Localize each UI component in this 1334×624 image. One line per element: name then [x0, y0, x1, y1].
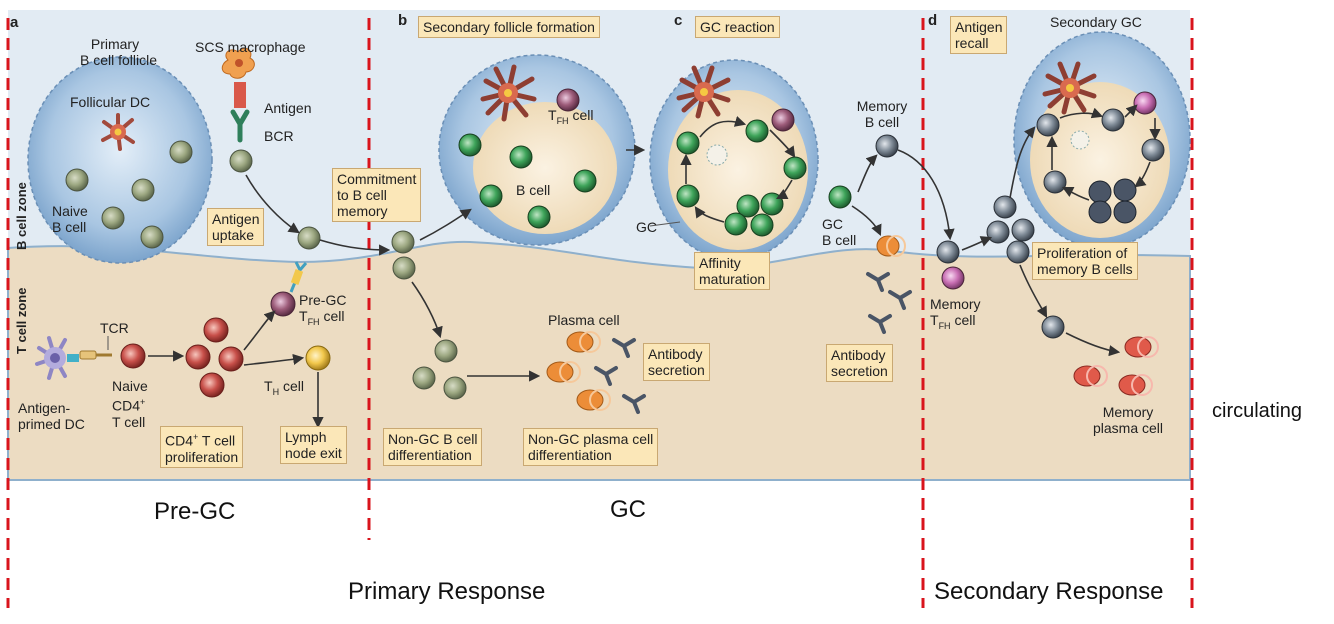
proliferating-t-cells	[185, 317, 244, 398]
panel-letter-a: a	[10, 14, 19, 31]
follicular-dc-icon	[101, 113, 135, 151]
panel-letter-b: b	[398, 12, 408, 29]
gc-pointer-line	[649, 221, 681, 227]
bcr-icon	[230, 109, 250, 143]
secondary-gc-core	[1030, 82, 1170, 238]
gc-label: GC	[636, 219, 657, 235]
th-cell-label: TH cell	[264, 378, 304, 397]
gc-b-cell	[828, 185, 852, 209]
primary-follicle	[27, 56, 213, 264]
tcr-icon	[79, 350, 112, 360]
tcr-label: TCR	[100, 320, 129, 336]
pre-gc-phase-label: Pre-GC	[154, 498, 236, 525]
memory-plasma-cells	[1073, 336, 1159, 396]
tfh-cell-label: TFH cell	[548, 107, 594, 126]
t-cell-zone-background	[7, 240, 1191, 481]
scs-macrophage-label: SCS macrophage	[195, 39, 306, 55]
secondary-gc-cells	[1036, 91, 1165, 224]
bcr-label: BCR	[264, 128, 294, 144]
memory-b-cluster	[936, 195, 1065, 339]
b-cell-label: B cell	[516, 182, 551, 198]
follicular-dc-label: Follicular DC	[70, 94, 151, 110]
secondary-response-label: Secondary Response	[934, 578, 1164, 605]
scs-macrophage-icon	[221, 47, 255, 108]
t-cell-zone-label: T cell zone	[14, 287, 29, 354]
gc-reaction-box: GC reaction	[695, 16, 780, 38]
plasma-cell-label: Plasma cell	[548, 312, 620, 328]
primary-response-label: Primary Response	[348, 578, 546, 605]
pre-gc-tfh-cell	[270, 261, 308, 317]
naive-b-cells	[65, 140, 467, 400]
antigen-label: Antigen	[264, 100, 312, 116]
process-arrows	[148, 104, 1161, 429]
b-cell-zone-label: B cell zone	[14, 182, 29, 250]
follicular-dc-d-icon	[1042, 61, 1097, 115]
follicular-dc-b-icon	[480, 64, 537, 122]
secondary-follicle-core	[473, 102, 617, 234]
follicular-dc-c-icon	[676, 65, 731, 119]
panel-letter-c: c	[674, 12, 683, 29]
gc-reaction-cells	[676, 108, 807, 237]
follicle-b-cells	[458, 88, 597, 229]
circulating-label: circulating	[1212, 400, 1303, 422]
antigen-primed-dc-icon	[35, 336, 79, 380]
gc-phase-label: GC	[610, 496, 646, 523]
antigen-primed-dc-label: Antigen-primed DC	[18, 400, 85, 432]
secondary-follicle-formation-box: Secondary follicle formation	[418, 16, 600, 38]
naive-cd4-t-cell	[120, 343, 146, 369]
plasma-cells	[546, 235, 906, 411]
antibody-icons	[594, 272, 912, 414]
panel-letter-d: d	[928, 12, 938, 29]
memory-b-cell	[875, 134, 899, 158]
th-cell	[305, 345, 331, 371]
secondary-gc-label: Secondary GC	[1050, 14, 1142, 30]
